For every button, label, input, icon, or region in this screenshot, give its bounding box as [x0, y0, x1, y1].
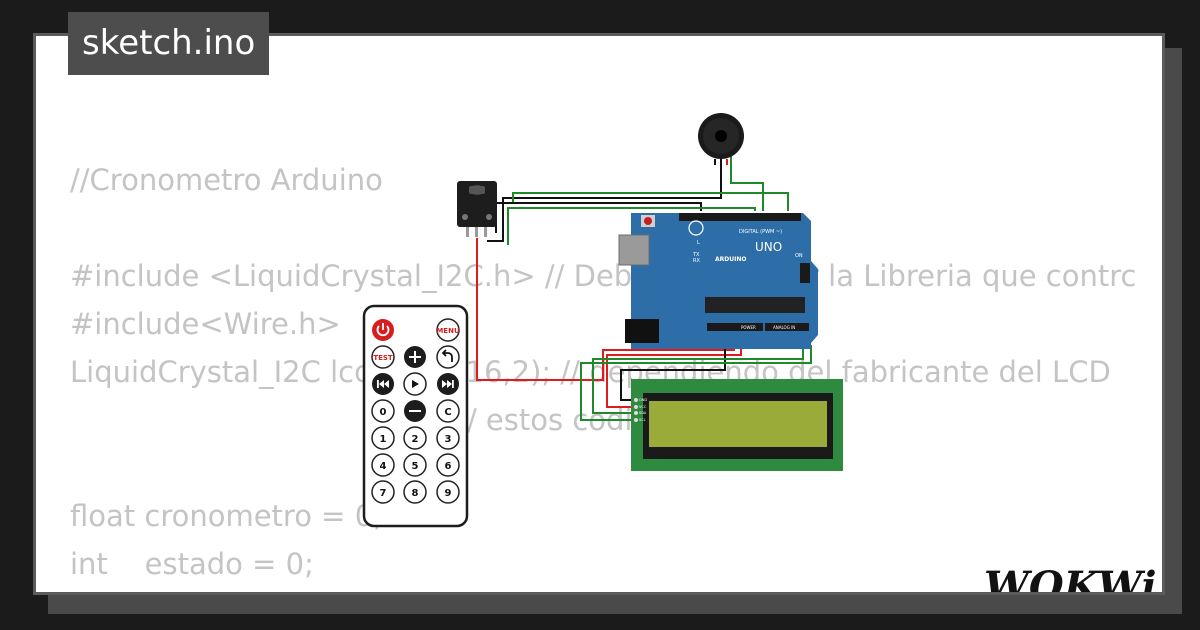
atmega-chip: [705, 297, 805, 313]
plus-button[interactable]: [404, 346, 426, 368]
analog-header: [765, 323, 809, 331]
menu-button[interactable]: MENU: [436, 318, 460, 342]
wire-black: [487, 156, 722, 242]
digit-buttons[interactable]: 0 1 2 3 4 5 6 7 8 9: [371, 399, 460, 504]
play-icon: [412, 380, 419, 388]
rx-label: RX: [693, 258, 700, 264]
clear-button[interactable]: C: [436, 399, 460, 423]
code-line: //Cronometro Arduino: [70, 163, 383, 197]
wires: [476, 156, 812, 421]
code-preview: //Cronometro Arduino#include <LiquidCrys…: [70, 156, 1136, 592]
digit-label: 4: [380, 461, 387, 472]
arduino-uno-board[interactable]: UNO ARDUINO DIGITAL (PWM ~) ON L TX RX P…: [618, 213, 818, 349]
digital-header: [679, 213, 801, 221]
prev-button[interactable]: [372, 373, 394, 395]
wokwi-logo-text: WOKWi: [984, 563, 1157, 595]
buzzer[interactable]: [698, 113, 744, 165]
digit-label: 0: [380, 407, 387, 418]
digit-label: 8: [412, 488, 419, 499]
digit-button-4[interactable]: 4: [371, 453, 395, 477]
power-jack: [625, 319, 659, 343]
next-button[interactable]: [437, 373, 459, 395]
arduino-brand-label: ARDUINO: [715, 256, 746, 263]
analog-label: ANALOG IN: [773, 325, 795, 330]
wokwi-logo: WOKWi: [984, 563, 1157, 595]
digit-button-0[interactable]: 0: [371, 399, 395, 423]
digit-button-2[interactable]: 2: [403, 426, 427, 450]
lcd-pin-gnd: GND: [639, 398, 647, 402]
power-icon: [376, 323, 390, 337]
code-line: float cronometro = 0;: [70, 499, 383, 533]
rewind-icon: [377, 380, 389, 388]
code-line: int estado = 0;: [70, 547, 314, 581]
digit-label: 1: [380, 434, 387, 445]
code-line: #include<Wire.h>: [70, 307, 341, 341]
wire-green: [507, 207, 756, 245]
menu-label: MENU: [436, 327, 460, 335]
power-label: POWER: [741, 325, 756, 330]
on-label: ON: [795, 253, 803, 259]
usb-port: [618, 234, 650, 266]
lcd-pin-vcc: VCC: [639, 405, 647, 409]
clear-label: C: [444, 407, 451, 418]
lcd-pin-scl: SCL: [639, 418, 646, 422]
digit-label: 5: [412, 461, 419, 472]
digit-button-7[interactable]: 7: [371, 480, 395, 504]
test-label: TEST: [373, 354, 393, 362]
play-button[interactable]: [403, 372, 427, 396]
digit-label: 6: [445, 461, 452, 472]
fast-forward-icon: [442, 380, 454, 388]
back-arrow-icon: [441, 349, 453, 362]
sketch-tab[interactable]: sketch.ino: [68, 12, 270, 75]
lcd-screen: [649, 401, 827, 447]
digit-label: 9: [445, 488, 452, 499]
wire-green: [580, 345, 812, 421]
digit-label: 7: [380, 488, 387, 499]
digit-label: 2: [412, 434, 419, 445]
power-header: [707, 323, 763, 331]
lcd-1602-i2c[interactable]: GND VCC SDA SCL: [631, 379, 843, 471]
wire-green: [730, 156, 764, 211]
back-button[interactable]: [436, 345, 460, 369]
plus-icon: [409, 351, 421, 363]
wire-black: [620, 345, 726, 401]
minus-button[interactable]: [404, 400, 426, 422]
lcd-pin-sda: SDA: [639, 411, 647, 415]
reset-button: [644, 217, 652, 225]
tx-label: TX: [692, 252, 700, 258]
ir-remote[interactable]: MENU TEST: [362, 304, 469, 528]
project-card[interactable]: //Cronometro Arduino#include <LiquidCrys…: [33, 33, 1165, 595]
uno-label: UNO: [755, 240, 782, 254]
wire-red: [606, 345, 742, 408]
digit-button-1[interactable]: 1: [371, 426, 395, 450]
power-button[interactable]: [372, 319, 394, 341]
wire-green: [512, 192, 789, 211]
ir-receiver[interactable]: [457, 181, 497, 237]
digit-button-5[interactable]: 5: [403, 453, 427, 477]
digit-button-8[interactable]: 8: [403, 480, 427, 504]
digit-label: 3: [445, 434, 452, 445]
test-button[interactable]: TEST: [371, 345, 395, 369]
digit-button-6[interactable]: 6: [436, 453, 460, 477]
digit-button-3[interactable]: 3: [436, 426, 460, 450]
digital-label: DIGITAL (PWM ~): [739, 229, 782, 235]
circuit-diagram[interactable]: UNO ARDUINO DIGITAL (PWM ~) ON L TX RX P…: [36, 36, 1165, 595]
wire-green: [592, 345, 804, 414]
l-label: L: [697, 240, 700, 246]
digit-button-9[interactable]: 9: [436, 480, 460, 504]
wire-red: [476, 238, 735, 381]
